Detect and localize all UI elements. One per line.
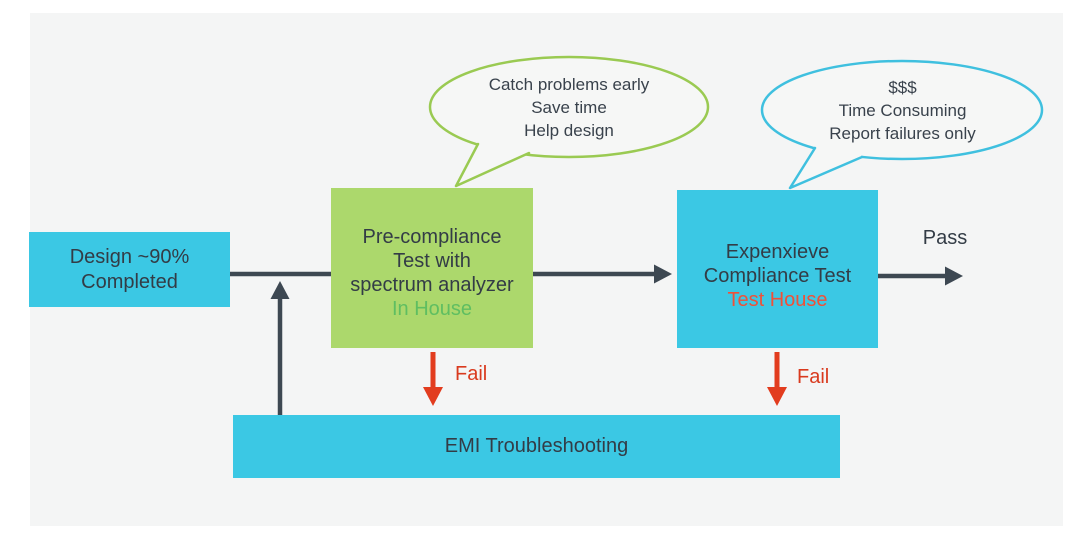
green-speech-bubble-tail xyxy=(454,142,531,188)
node-text-line: Compliance Test xyxy=(703,265,852,287)
arrow-fail-compliance-head xyxy=(767,387,787,406)
arrow-pass-out-head xyxy=(945,266,963,286)
node-text-line: Completed xyxy=(81,270,178,293)
edge-label-fail-precompliance: Fail xyxy=(455,363,488,385)
callout-line: Time Consuming xyxy=(838,101,967,120)
edge-label-pass: Pass xyxy=(922,227,968,249)
node-text-line: EMI Troubleshooting xyxy=(444,435,629,457)
node-compliance-test: Expenxieve Compliance Test Test House xyxy=(677,190,878,348)
arrow-precompliance-to-compliance-head xyxy=(654,264,672,284)
callout-line: $$$ xyxy=(888,78,917,97)
edge-label-fail-compliance: Fail xyxy=(797,366,830,388)
green-speech-bubble xyxy=(428,55,710,159)
cyan-speech-bubble xyxy=(760,59,1044,161)
node-precompliance-test: Pre-compliance Test with spectrum analyz… xyxy=(331,188,533,348)
callout-line: Report failures only xyxy=(829,124,976,143)
green-speech-bubble-tail-fill xyxy=(456,130,529,186)
cyan-speech-bubble-tail xyxy=(788,146,864,190)
node-location-in-house: In House xyxy=(391,298,473,320)
callout-precompliance-benefits: Catch problems early Save time Help desi… xyxy=(430,73,708,142)
callout-line: Catch problems early xyxy=(488,75,650,94)
callout-line: Help design xyxy=(524,121,614,140)
node-text-line: spectrum analyzer xyxy=(350,274,514,296)
node-location-test-house: Test House xyxy=(727,289,828,311)
callout-compliance-drawbacks: $$$ Time Consuming Report failures only xyxy=(762,76,1043,145)
node-emi-troubleshooting: EMI Troubleshooting xyxy=(233,415,840,478)
cyan-speech-bubble-tail-fill xyxy=(790,130,862,188)
arrow-fail-precompliance-head xyxy=(423,387,443,406)
node-text-line: Design ~90% xyxy=(69,245,190,268)
callout-line: Save time xyxy=(531,98,607,117)
node-design-completed: Design ~90% Completed xyxy=(29,232,230,307)
node-text-line: Expenxieve xyxy=(725,241,830,263)
node-text-line: Test with xyxy=(393,250,471,272)
arrow-emi-feedback-up-head xyxy=(270,281,290,299)
node-text-line: Pre-compliance xyxy=(362,226,502,248)
